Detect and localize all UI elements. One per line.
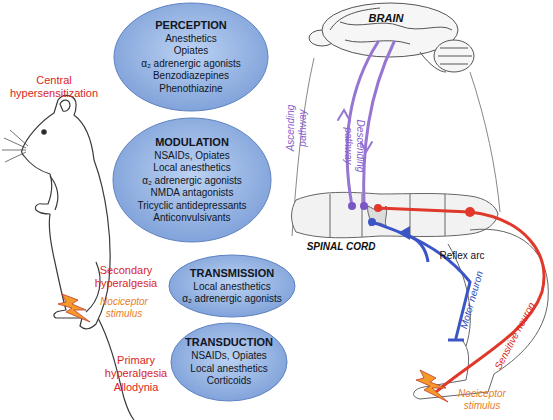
drug-name: Benzodiazepines bbox=[153, 70, 229, 83]
ellipse-content: PERCEPTIONAnestheticsOpiatesα₂ adrenergi… bbox=[113, 2, 269, 112]
synapse-dot bbox=[374, 204, 382, 212]
pathway-label: Ascending pathway bbox=[285, 93, 309, 163]
drug-name: Opiates bbox=[174, 45, 208, 58]
drug-name: Local anesthetics bbox=[153, 162, 230, 175]
rat-eye bbox=[42, 130, 46, 134]
brain-fold bbox=[330, 8, 452, 44]
stimulus-label: Nociceptor stimulus bbox=[92, 296, 156, 320]
stage-ellipse: MODULATIONNSAIDs, OpiatesLocal anestheti… bbox=[112, 117, 272, 243]
descending-pathway bbox=[364, 42, 394, 206]
drug-name: α₂ adrenergic agonists bbox=[182, 293, 282, 306]
stimulus-label: Nociceptor stimulus bbox=[450, 388, 514, 412]
stage-ellipse: TRANSDUCTIONNSAIDs, OpiatesLocal anesthe… bbox=[170, 322, 288, 402]
drug-name: Local anesthetics bbox=[193, 281, 270, 294]
ganglion-dot bbox=[465, 207, 475, 217]
rat-foreleg bbox=[50, 176, 58, 210]
vertebra-lines bbox=[330, 194, 445, 238]
ellipse-content: TRANSDUCTIONNSAIDs, OpiatesLocal anesthe… bbox=[170, 322, 288, 402]
ellipse-shape bbox=[170, 322, 288, 402]
organ-label: BRAIN bbox=[360, 12, 412, 25]
drug-name: NSAIDs, Opiates bbox=[154, 150, 230, 163]
region-label: Primary hyperalgesia bbox=[100, 354, 172, 380]
neuron-label: Sensitive neuron bbox=[489, 293, 542, 378]
ellipse-outline bbox=[114, 3, 268, 111]
drug-name: α₂ adrenergic agonists bbox=[142, 175, 242, 188]
drug-name: Anticonvulsivants bbox=[153, 212, 230, 225]
pathways bbox=[338, 42, 394, 206]
ascending-arrowhead bbox=[338, 110, 350, 121]
organ-label: SPINAL CORD bbox=[296, 241, 386, 253]
cerebellum-folds bbox=[438, 48, 472, 64]
ellipse-content: MODULATIONNSAIDs, OpiatesLocal anestheti… bbox=[112, 117, 272, 243]
stage-ellipse: PERCEPTIONAnestheticsOpiatesα₂ adrenergi… bbox=[113, 2, 269, 112]
ellipse-outline bbox=[171, 323, 287, 401]
stage-ellipse: TRANSMISSIONLocal anestheticsα₂ adrenerg… bbox=[168, 254, 296, 318]
ellipse-shape bbox=[113, 2, 269, 112]
leg-drawing bbox=[414, 229, 549, 399]
drug-name: α₂ adrenergic agonists bbox=[141, 58, 241, 71]
lightning-bolt bbox=[58, 294, 90, 322]
leg-outline bbox=[414, 229, 549, 399]
ellipse-content: TRANSMISSIONLocal anestheticsα₂ adrenerg… bbox=[168, 254, 296, 318]
brain-drawing bbox=[309, 3, 474, 72]
motor-end bbox=[448, 339, 464, 342]
reflex-label: Reflex arc bbox=[432, 250, 492, 262]
rat-whiskers bbox=[2, 130, 28, 162]
lightning-bolt bbox=[416, 370, 448, 402]
synapse-dot bbox=[348, 202, 356, 210]
drug-name: Phenothiazine bbox=[159, 83, 222, 96]
region-label: Allodynia bbox=[100, 381, 172, 394]
ellipse-outline bbox=[169, 255, 295, 317]
drug-name: Tricyclic antidepressants bbox=[137, 200, 246, 213]
region-label: Secondary hyperalgesia bbox=[86, 264, 166, 290]
drug-name: Anesthetics bbox=[165, 33, 217, 46]
motor-neuron bbox=[372, 222, 470, 338]
drug-name: NSAIDs, Opiates bbox=[191, 350, 267, 363]
sensitive-neuron bbox=[378, 208, 544, 392]
stage-heading: TRANSDUCTION bbox=[185, 336, 273, 349]
drug-name: Local anesthetics bbox=[190, 363, 267, 376]
motor-dot bbox=[368, 218, 376, 226]
stage-heading: PERCEPTION bbox=[155, 19, 227, 32]
region-label: Central hypersensitization bbox=[2, 74, 106, 100]
rat-body bbox=[22, 95, 111, 328]
ellipse-outline bbox=[113, 118, 271, 242]
rat-ear bbox=[60, 100, 70, 111]
pathway-label: Descending pathway bbox=[342, 110, 366, 182]
drug-name: NMDA antagonists bbox=[151, 187, 234, 200]
stage-heading: TRANSMISSION bbox=[190, 267, 274, 280]
cerebellum bbox=[434, 40, 474, 72]
stage-heading: MODULATION bbox=[155, 136, 229, 149]
reflex-arrowhead bbox=[398, 226, 410, 240]
brain-stem bbox=[420, 52, 446, 72]
synapse-dot bbox=[360, 202, 368, 210]
drug-name: Corticoids bbox=[207, 375, 251, 388]
